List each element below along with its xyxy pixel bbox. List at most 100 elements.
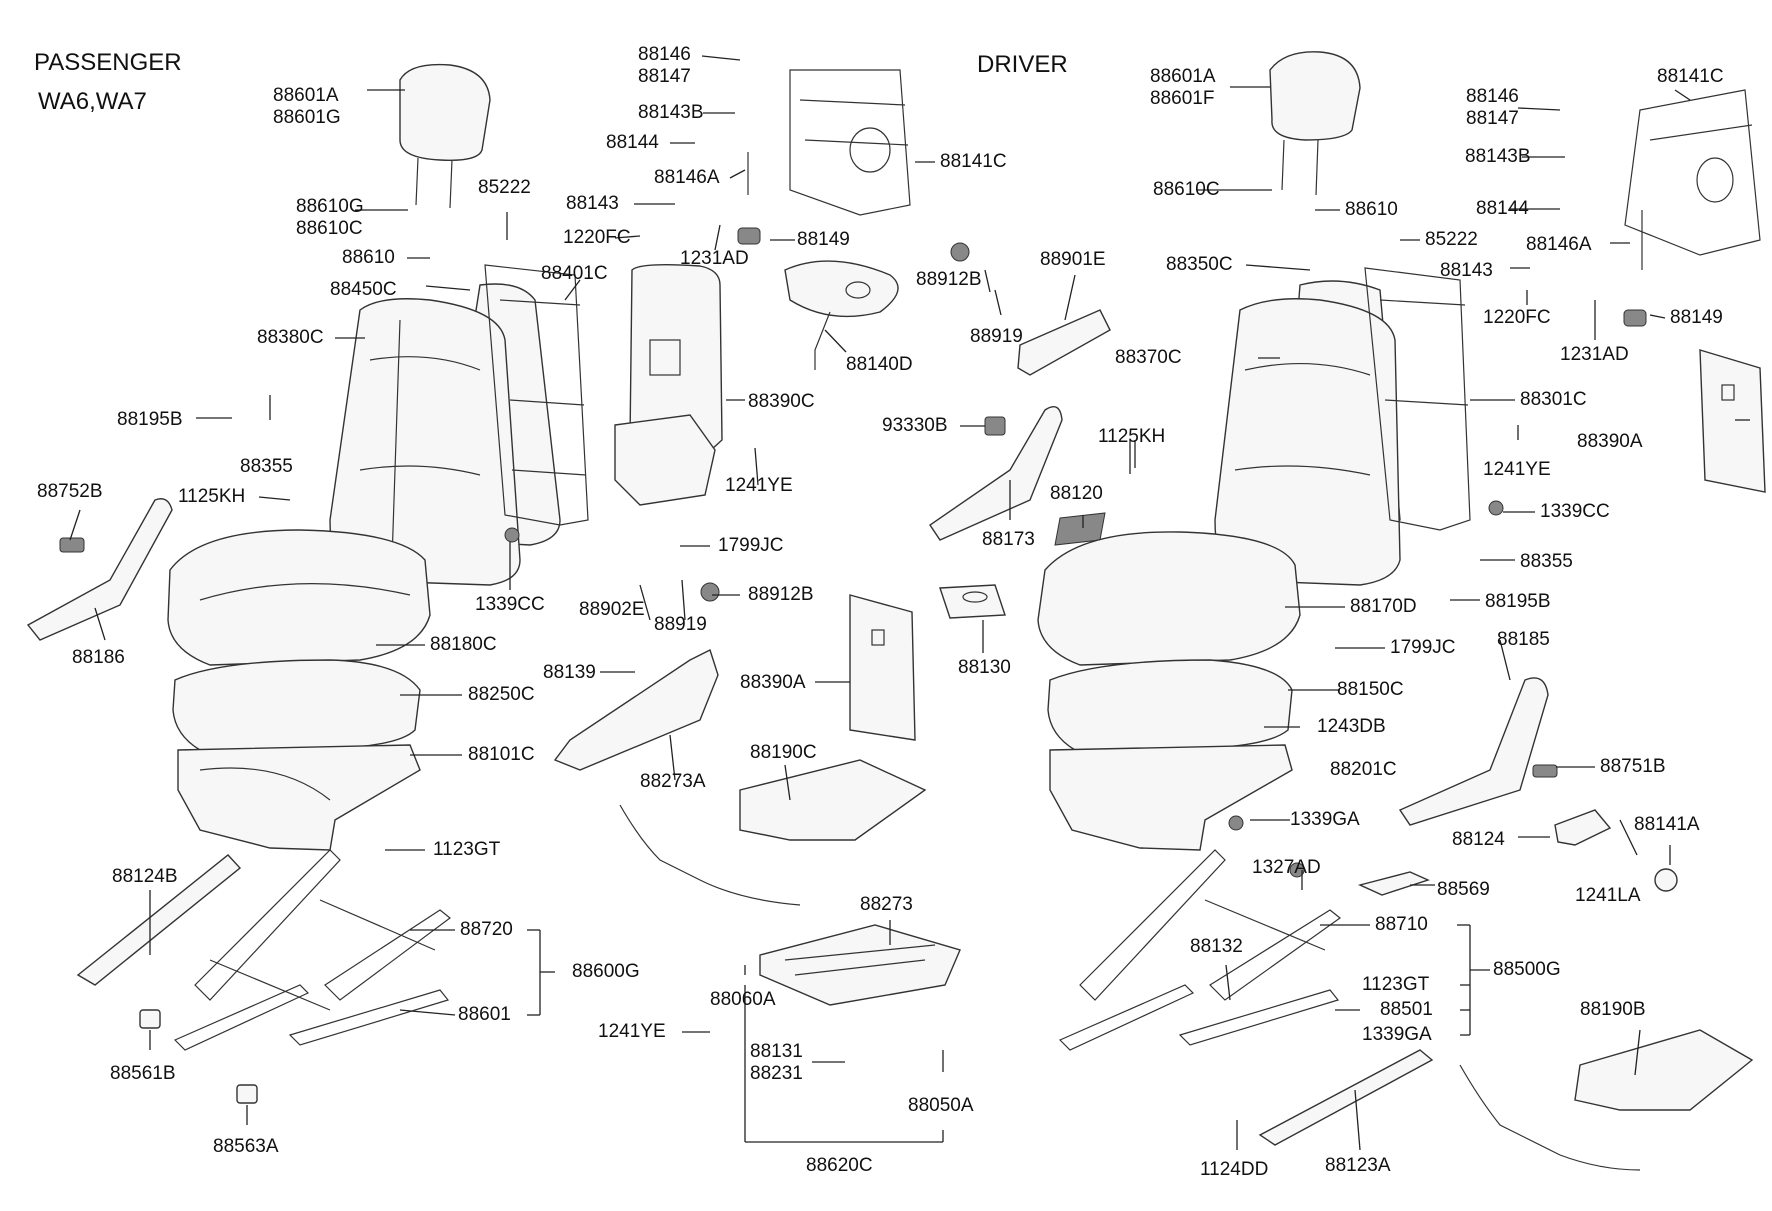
part-label-88120: 88120 (1050, 483, 1103, 504)
part-label-88150c: 88150C (1337, 679, 1404, 700)
center-side-trim (553, 649, 719, 771)
passenger-back-panel (614, 263, 723, 506)
passenger-back-frame (484, 264, 589, 526)
part-label-1220fc-2: 1220FC (1483, 307, 1551, 328)
part-label-88144-2: 88144 (1476, 198, 1529, 219)
part-label-88195b: 88195B (117, 409, 183, 430)
part-label-88355-2: 88355 (1520, 551, 1573, 572)
part-label-88190b: 88190B (1580, 999, 1646, 1020)
part-label-88149: 88149 (797, 229, 850, 250)
passenger-seat-back (329, 283, 561, 586)
seat-switch (1554, 809, 1612, 846)
part-label-1339ga-2: 1339GA (1362, 1024, 1432, 1045)
driver-headrest (1269, 51, 1361, 196)
part-label-85222-2: 85222 (1425, 229, 1478, 250)
driver-back-upper-frame (1624, 89, 1761, 256)
part-label-88355: 88355 (240, 456, 293, 477)
part-label-1231ad: 1231AD (680, 248, 749, 269)
part-label-88146: 88146 (638, 44, 691, 65)
part-label-88901e: 88901E (1040, 249, 1106, 270)
part-label-88141c: 88141C (940, 151, 1007, 172)
part-label-88130: 88130 (958, 657, 1011, 678)
part-label-88610: 88610 (342, 247, 395, 268)
part-label-1339cc-2: 1339CC (1540, 501, 1610, 522)
part-label-88919: 88919 (654, 614, 707, 635)
part-label-88231: 88231 (750, 1063, 803, 1084)
part-label-88273: 88273 (860, 894, 913, 915)
part-label-88149-2: 88149 (1670, 307, 1723, 328)
part-label-88500g: 88500G (1493, 959, 1561, 980)
part-label-88143b: 88143B (638, 102, 704, 123)
part-labels: 88601A 88601G 88610G 88610C 88610 85222 … (37, 44, 1724, 1180)
heading-passenger-codes: WA6,WA7 (38, 88, 147, 115)
passenger-rail-trim (76, 854, 242, 986)
part-label-1799jc-2: 1799JC (1390, 637, 1456, 658)
part-label-1220fc: 1220FC (563, 227, 631, 248)
part-label-88450c: 88450C (330, 279, 397, 300)
part-label-1799jc: 1799JC (718, 535, 784, 556)
driver-side-cover (1398, 677, 1549, 826)
part-label-88143-2: 88143 (1440, 260, 1493, 281)
part-label-88751b: 88751B (1600, 756, 1666, 777)
part-label-1339ga: 1339GA (1290, 809, 1360, 830)
part-label-88720: 88720 (460, 919, 513, 940)
part-label-88060a: 88060A (710, 989, 776, 1010)
part-label-1123gt: 1123GT (433, 839, 501, 860)
part-label-88201c: 88201C (1330, 759, 1397, 780)
part-label-1241ye-2: 1241YE (598, 1021, 666, 1042)
part-label-1241ye: 1241YE (725, 475, 793, 496)
fasteners (59, 152, 1678, 1104)
passenger-seat-cushion (167, 529, 431, 751)
part-label-1231ad-2: 1231AD (1560, 344, 1629, 365)
heading-passenger: PASSENGER (34, 49, 182, 76)
part-label-88600g: 88600G (572, 961, 640, 982)
driver-wiring-harness (1459, 1029, 1754, 1171)
part-label-88601f: 88601F (1150, 88, 1214, 109)
passenger-wiring-harness (619, 759, 927, 906)
part-label-88143b-2: 88143B (1465, 146, 1531, 167)
part-label-88147-2: 88147 (1466, 108, 1519, 129)
part-label-88390a: 88390A (740, 672, 806, 693)
part-label-88610c: 88610C (296, 218, 363, 239)
part-label-88610g: 88610G (296, 196, 364, 217)
part-label-88144: 88144 (606, 132, 659, 153)
part-label-88752b: 88752B (37, 481, 103, 502)
armrest (1017, 309, 1111, 376)
passenger-headrest (399, 63, 491, 209)
part-label-88050a: 88050A (908, 1095, 974, 1116)
driver-seat-pan (1049, 744, 1293, 851)
part-label-88563a: 88563A (213, 1136, 279, 1157)
part-label-88143: 88143 (566, 193, 619, 214)
part-label-88186: 88186 (72, 647, 125, 668)
part-label-1125kh-2: 1125KH (1098, 426, 1165, 447)
part-label-88569: 88569 (1437, 879, 1490, 900)
part-label-88601a-2: 88601A (1150, 66, 1216, 87)
part-label-1243db: 1243DB (1317, 716, 1386, 737)
part-label-88610c-2: 88610C (1153, 179, 1220, 200)
part-label-88912b: 88912B (748, 584, 814, 605)
part-label-88173: 88173 (982, 529, 1035, 550)
part-label-88131: 88131 (750, 1041, 803, 1062)
part-label-93330b: 93330B (882, 415, 948, 436)
part-label-88390c: 88390C (748, 391, 815, 412)
part-label-88601g: 88601G (273, 107, 341, 128)
part-label-88101c: 88101C (468, 744, 535, 765)
passenger-side-cover (26, 498, 173, 641)
part-label-88139: 88139 (543, 662, 596, 683)
part-label-1327ad: 1327AD (1252, 857, 1321, 878)
part-label-88380c: 88380C (257, 327, 324, 348)
part-label-88501: 88501 (1380, 999, 1433, 1020)
part-label-88195b-2: 88195B (1485, 591, 1551, 612)
part-label-88146a-2: 88146A (1526, 234, 1592, 255)
driver-mat (1699, 349, 1766, 493)
leader-lines (69, 55, 1750, 1151)
part-label-88561b: 88561B (110, 1063, 176, 1084)
part-label-1123gt-2: 1123GT (1362, 974, 1430, 995)
part-label-88141a: 88141A (1634, 814, 1700, 835)
part-label-88301c: 88301C (1520, 389, 1587, 410)
part-label-88170d: 88170D (1350, 596, 1417, 617)
part-label-88124b: 88124B (112, 866, 178, 887)
part-label-88620c: 88620C (806, 1155, 873, 1176)
part-label-1241la: 1241LA (1575, 885, 1641, 906)
tray-table (784, 260, 899, 370)
